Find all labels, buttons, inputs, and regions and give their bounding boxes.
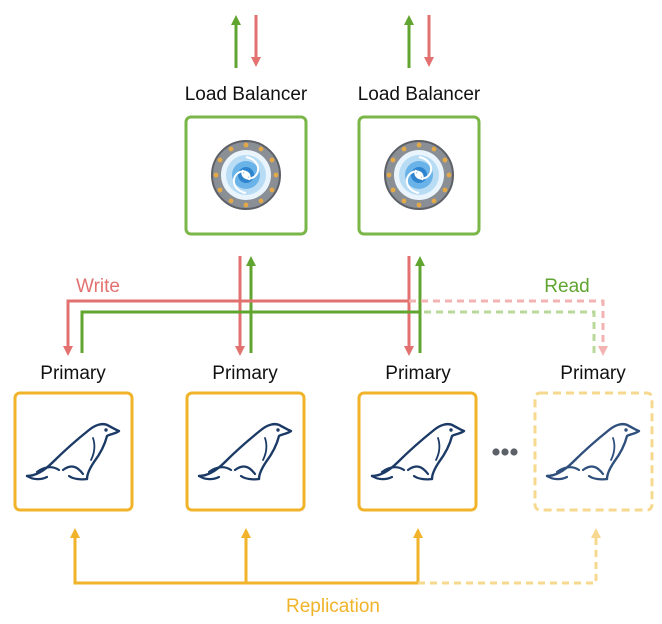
portal-vortex-icon xyxy=(211,140,281,210)
read-label: Read xyxy=(544,276,590,297)
write-label: Write xyxy=(76,276,120,297)
ellipsis-icon xyxy=(492,448,518,456)
read-bus-ghost xyxy=(420,310,596,353)
seal-icon xyxy=(370,422,466,481)
replication-arrow-1 xyxy=(70,528,246,585)
primary-box-1 xyxy=(13,391,134,512)
seal-icon xyxy=(545,422,641,481)
portal-vortex-icon xyxy=(384,140,454,210)
write-bus xyxy=(63,299,409,356)
primary-box-4 xyxy=(533,391,654,512)
replication-arrow-3 xyxy=(246,528,423,585)
read-bus xyxy=(80,310,420,353)
replication-arrow-ghost xyxy=(418,528,601,585)
write-bus-ghost xyxy=(409,299,608,356)
lb-label-2: Load Balancer xyxy=(357,84,481,105)
seal-icon xyxy=(25,422,121,481)
lb-label-1: Load Balancer xyxy=(184,84,308,105)
primary-label-3: Primary xyxy=(385,363,451,384)
primary-box-2 xyxy=(185,391,306,512)
seal-icon xyxy=(197,422,293,481)
primary-label-1: Primary xyxy=(40,363,106,384)
primary-label-2: Primary xyxy=(212,363,278,384)
primary-box-3 xyxy=(357,391,478,512)
primary-label-4: Primary xyxy=(560,363,626,384)
replication-label: Replication xyxy=(286,596,380,617)
